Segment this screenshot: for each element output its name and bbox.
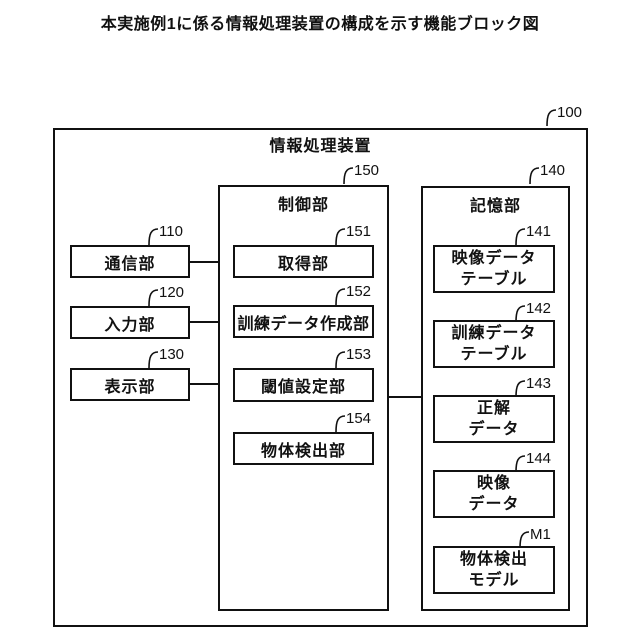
outer-box-label: 情報処理装置 bbox=[269, 138, 372, 155]
ref-152: 152 bbox=[334, 284, 371, 306]
container-storage-unit-label: 記憶部 bbox=[469, 198, 521, 215]
ref-140-number: 140 bbox=[540, 162, 566, 179]
box-training-data-table: 訓練データ テーブル bbox=[433, 320, 555, 368]
box-threshold-setting-unit-label: 閾値設定部 bbox=[260, 379, 346, 396]
box-display-unit-label: 表示部 bbox=[104, 378, 156, 396]
box-communication-unit: 通信部 bbox=[70, 245, 190, 278]
ref-hook-icon bbox=[515, 228, 525, 246]
box-display-unit: 表示部 bbox=[70, 368, 190, 401]
ref-144-number: 144 bbox=[526, 450, 552, 467]
ref-141: 141 bbox=[514, 224, 551, 246]
ref-hook-icon bbox=[515, 455, 525, 473]
box-object-detection-unit-label: 物体検出部 bbox=[260, 442, 346, 460]
ref-hook-icon bbox=[335, 351, 345, 369]
box-training-data-table-label-line1: 訓練データ bbox=[451, 325, 537, 342]
ref-hook-icon bbox=[515, 305, 525, 323]
ref-hook-icon bbox=[343, 167, 353, 185]
box-acquisition-unit: 取得部 bbox=[233, 245, 374, 278]
figure-title: 本実施例1に係る情報処理装置の構成を示す機能ブロック図 bbox=[100, 16, 540, 33]
ref-110-number: 110 bbox=[159, 223, 183, 240]
container-control-unit-label: 制御部 bbox=[277, 197, 329, 214]
box-training-data-creation-unit-label: 訓練データ作成部 bbox=[237, 315, 370, 333]
box-input-unit: 入力部 bbox=[70, 306, 190, 339]
box-video-data-label-line2: データ bbox=[468, 496, 520, 513]
container-control-unit bbox=[218, 185, 389, 611]
box-training-data-table-label-line2: テーブル bbox=[460, 346, 528, 363]
connector-display-to-control bbox=[190, 383, 218, 385]
ref-152-number: 152 bbox=[346, 283, 372, 300]
ref-144: 144 bbox=[514, 451, 551, 473]
ref-hook-icon bbox=[148, 351, 158, 369]
ref-110: 110 bbox=[147, 224, 183, 246]
ref-143-number: 143 bbox=[526, 375, 552, 392]
ref-130: 130 bbox=[147, 347, 184, 369]
ref-140: 140 bbox=[528, 163, 565, 185]
box-acquisition-unit-label: 取得部 bbox=[277, 255, 329, 273]
box-object-detection-unit: 物体検出部 bbox=[233, 432, 374, 465]
connector-control-to-storage bbox=[389, 396, 421, 398]
ref-hook-icon bbox=[519, 531, 529, 549]
box-video-data-label-line1: 映像 bbox=[476, 475, 511, 492]
connector-input-to-control bbox=[190, 321, 218, 323]
ref-hook-icon bbox=[529, 167, 539, 185]
ref-120-number: 120 bbox=[159, 284, 185, 301]
ref-hook-icon bbox=[148, 228, 158, 246]
box-object-detection-model-label-line2: モデル bbox=[468, 572, 520, 589]
box-training-data-creation-unit: 訓練データ作成部 bbox=[233, 305, 374, 338]
ref-hook-icon bbox=[148, 289, 158, 307]
outer-box-information-processing-device bbox=[53, 128, 588, 627]
ref-151-number: 151 bbox=[346, 223, 372, 240]
box-threshold-setting-unit: 閾値設定部 bbox=[233, 368, 374, 402]
box-video-data-table-label-line1: 映像データ bbox=[451, 250, 537, 267]
ref-100: 100 bbox=[545, 105, 582, 127]
ref-hook-icon bbox=[335, 228, 345, 246]
ref-hook-icon bbox=[335, 415, 345, 433]
box-object-detection-model-label-line1: 物体検出 bbox=[459, 551, 528, 568]
box-object-detection-model: 物体検出 モデル bbox=[433, 546, 555, 594]
ref-154: 154 bbox=[334, 411, 371, 433]
ref-151: 151 bbox=[334, 224, 371, 246]
ref-154-number: 154 bbox=[346, 410, 372, 427]
box-video-data-table: 映像データ テーブル bbox=[433, 245, 555, 293]
ref-M1-number: M1 bbox=[530, 526, 551, 543]
ref-130-number: 130 bbox=[159, 346, 185, 363]
ref-153-number: 153 bbox=[346, 346, 372, 363]
box-correct-answer-data-label-line1: 正解 bbox=[476, 400, 511, 417]
box-video-data: 映像 データ bbox=[433, 470, 555, 518]
connector-communication-to-control bbox=[190, 261, 218, 263]
ref-hook-icon bbox=[335, 288, 345, 306]
ref-153: 153 bbox=[334, 347, 371, 369]
ref-142: 142 bbox=[514, 301, 551, 323]
ref-hook-icon bbox=[515, 380, 525, 398]
ref-142-number: 142 bbox=[526, 300, 552, 317]
box-correct-answer-data: 正解 データ bbox=[433, 395, 555, 443]
box-communication-unit-label: 通信部 bbox=[104, 255, 156, 273]
container-storage-unit bbox=[421, 186, 570, 611]
ref-150-number: 150 bbox=[354, 162, 380, 179]
ref-141-number: 141 bbox=[526, 223, 552, 240]
ref-100-number: 100 bbox=[557, 104, 583, 121]
ref-143: 143 bbox=[514, 376, 551, 398]
ref-hook-icon bbox=[546, 109, 556, 127]
box-video-data-table-label-line2: テーブル bbox=[460, 271, 528, 288]
ref-120: 120 bbox=[147, 285, 184, 307]
ref-150: 150 bbox=[342, 163, 379, 185]
ref-M1: M1 bbox=[518, 527, 551, 549]
box-correct-answer-data-label-line2: データ bbox=[468, 421, 520, 438]
box-input-unit-label: 入力部 bbox=[104, 316, 156, 334]
